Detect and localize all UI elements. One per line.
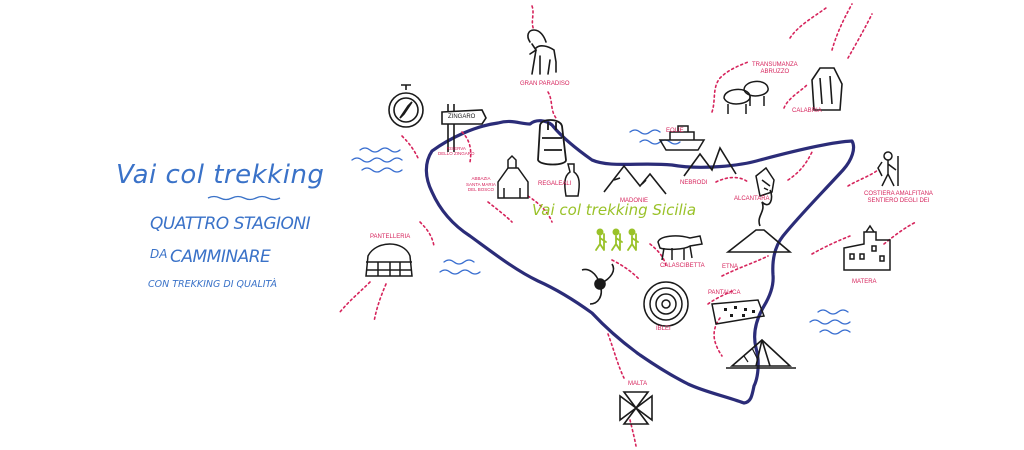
sicily-outline [424, 119, 856, 405]
trail-calabria-1 [789, 7, 827, 39]
trail-regaleali [527, 195, 553, 223]
trail-calabria-3 [847, 13, 873, 59]
label-calabria: CALABRIA [792, 108, 822, 114]
trail-gran-paradiso-2 [547, 91, 557, 119]
wave-3 [361, 167, 403, 173]
trail-zingaro [461, 131, 472, 163]
tent-icon [726, 338, 796, 369]
trail-transumanza [711, 61, 749, 113]
label-regaleali: REGALEALI [538, 181, 572, 187]
wave-8 [817, 309, 849, 315]
brand-subtitle-line2: CAMMINARE [170, 247, 271, 267]
wave-10 [819, 329, 851, 335]
compass-icon [388, 84, 424, 128]
trail-iblei [721, 255, 769, 277]
horse-icon [657, 235, 703, 261]
trail-malta-2 [629, 419, 637, 447]
trail-alcantara [715, 176, 749, 183]
trinacria-icon [581, 263, 615, 305]
spiral-icon [643, 281, 689, 327]
wave-9 [809, 319, 851, 325]
label-gran-paradiso: GRAN PARADISO [520, 81, 570, 87]
label-pantelleria: PANTELLERIA [370, 234, 411, 240]
hiker-costiera-icon [877, 151, 899, 187]
signpost-icon [441, 104, 487, 152]
label-alcantara: ALCANTARA [734, 196, 770, 202]
ibex-icon [527, 29, 557, 75]
cliff-icon [811, 67, 843, 111]
wave-2 [351, 157, 403, 163]
label-zingaro: ZINGARO [448, 114, 476, 120]
trail-calascibetta [649, 243, 667, 267]
trail-pantelleria-2 [339, 281, 371, 313]
label-eolie: EOLIE [666, 128, 684, 134]
label-etna: ETNA [722, 264, 739, 270]
trail-calabria-2 [831, 3, 853, 51]
trail-pantelleria-3 [373, 283, 387, 323]
brand-title: Vai col trekking [116, 160, 325, 190]
sheep-icon [723, 80, 769, 114]
dammuso-icon [365, 243, 413, 277]
abbey-icon [497, 154, 529, 199]
ferry-icon [658, 125, 706, 151]
trail-costiera [847, 169, 879, 187]
label-malta: MALTA [628, 381, 648, 387]
brand-underline [207, 195, 281, 201]
maltese-cross-icon [619, 391, 653, 425]
wave-4 [443, 259, 475, 265]
label-calascibetta: CALASCIBETTA [660, 263, 705, 269]
wave-7 [639, 139, 681, 145]
wine-bottle-icon [564, 163, 580, 197]
brand-subtitle-da: DA [150, 247, 168, 261]
wave-1 [359, 147, 401, 153]
trail-malta [607, 333, 625, 379]
backpack-icon [537, 119, 567, 166]
necropolis-icon [711, 299, 766, 325]
brand-tagline: CON TREKKING DI QUALITÀ [148, 279, 277, 290]
label-transumanza: TRANSUMANZA ABRUZZO [752, 62, 798, 75]
hikers-icon [595, 228, 639, 251]
label-pantalica: PANTALICA [708, 290, 741, 296]
matera-houses-icon [843, 224, 891, 271]
wave-6 [629, 129, 661, 135]
label-abbazia: ABBAZIA SANTA MARIA DEL BOSCO [466, 176, 496, 192]
trail-compass [401, 135, 419, 159]
trail-calabria-4 [783, 83, 809, 109]
sea-waves [351, 129, 851, 335]
map-title: Vai col trekking Sicilia [532, 201, 697, 219]
label-madonie: MADONIE [620, 198, 649, 204]
trail-abbazia [487, 201, 513, 223]
label-riserva: RISERVA DELLO ZINGARO [438, 146, 475, 156]
brand-subtitle-line1: QUATTRO STAGIONI [150, 214, 311, 234]
mountains-nebrodi-icon [683, 146, 737, 177]
trail-paths [339, 3, 917, 447]
trail-gran-paradiso [531, 5, 535, 31]
trail-pantelleria [419, 221, 435, 247]
label-costiera: COSTIERA AMALFITANA SENTIERO DEGLI DEI [864, 191, 933, 204]
mountains-madonie-icon [603, 164, 667, 195]
trail-pantalica [707, 289, 735, 305]
trail-iblei-2 [611, 259, 641, 281]
trail-etna [787, 151, 813, 181]
alcantara-gorge-icon [755, 166, 775, 197]
label-iblei: IBLEI [656, 326, 671, 332]
label-nebrodi: NEBRODI [680, 180, 708, 186]
trail-pantalica-2 [713, 317, 723, 357]
label-matera: MATERA [852, 279, 877, 285]
wave-5 [439, 269, 481, 275]
trail-matera-2 [883, 221, 917, 245]
volcano-icon [725, 189, 793, 253]
